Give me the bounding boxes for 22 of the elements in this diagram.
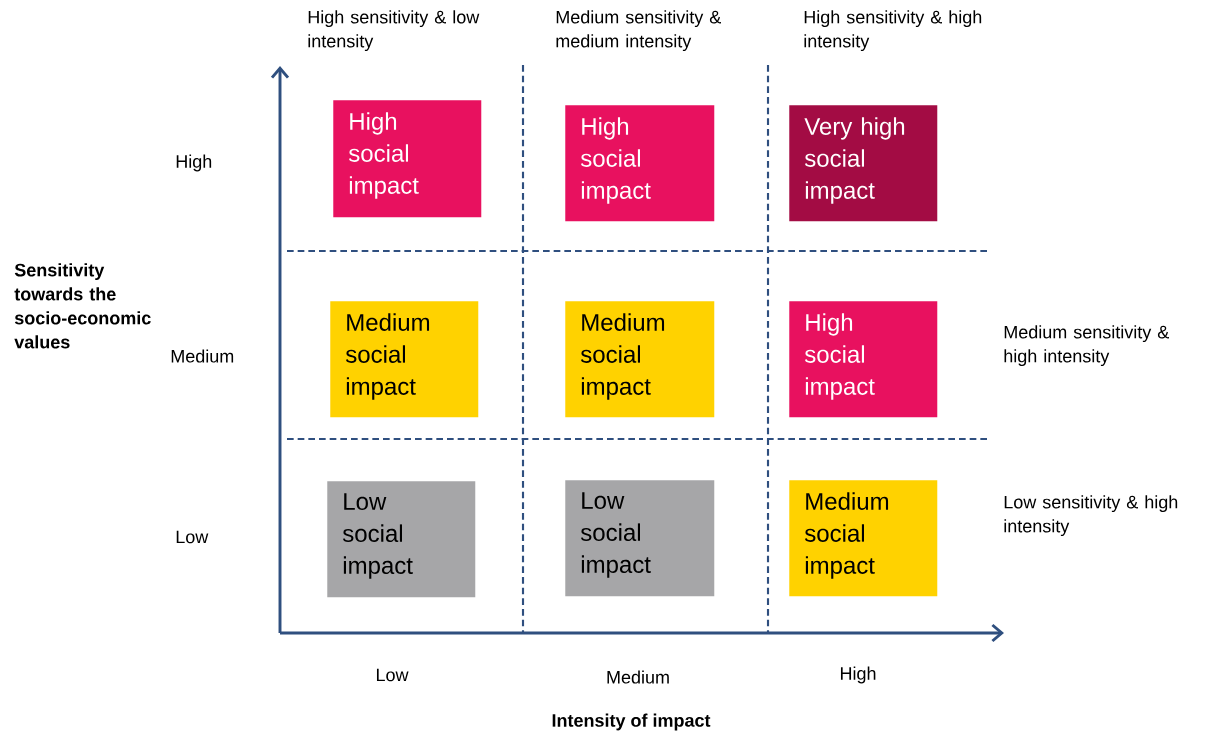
impact-box: Low social impact <box>327 481 476 598</box>
axis-tick-label: Low <box>377 668 409 682</box>
column-heading: High sensitivity & high intensity <box>804 10 982 52</box>
axis-tick-label: Low <box>176 530 209 544</box>
axis-title: Intensity of impact <box>552 713 711 731</box>
impact-box: High social impact <box>333 100 482 218</box>
axis-tick-label: High <box>176 154 212 172</box>
row-note: Low sensitivity & high intensity <box>1004 495 1178 537</box>
column-heading: High sensitivity & low intensity <box>308 10 480 52</box>
row-note: Medium sensitivity & high intensity <box>1004 325 1169 367</box>
impact-box: High social impact <box>789 301 938 418</box>
impact-box: Medium social impact <box>330 301 479 418</box>
impact-box: Medium social impact <box>565 301 715 418</box>
axis-tick-label: Medium <box>171 349 234 363</box>
impact-box: Very high social impact <box>789 105 938 222</box>
impact-box: High social impact <box>565 105 715 222</box>
axis-tick-label: Medium <box>607 670 669 684</box>
impact-box: Medium social impact <box>789 480 938 597</box>
axis-title: Sensitivity towards the socio-economic values <box>14 263 151 349</box>
column-heading: Medium sensitivity & medium intensity <box>556 10 721 52</box>
impact-box: Low social impact <box>565 480 715 597</box>
axis-tick-label: High <box>841 666 876 684</box>
